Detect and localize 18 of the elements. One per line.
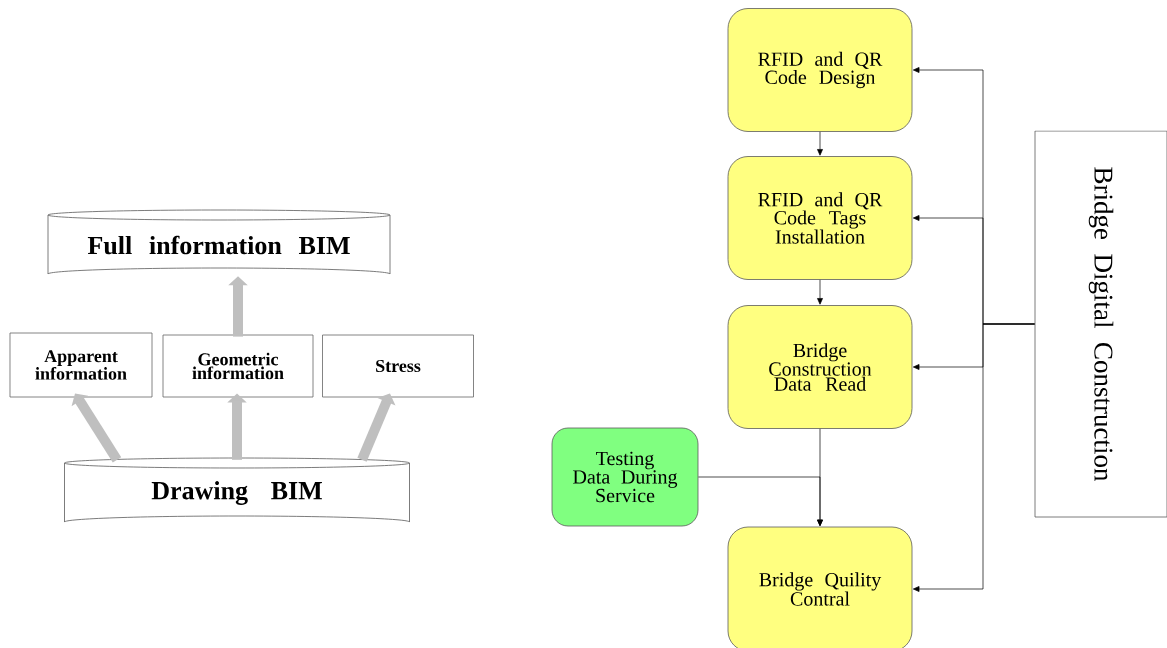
label-box: Bridge Digital Construction (1034, 130, 1167, 518)
database-cylinder: Drawing BIM (64, 457, 410, 523)
info-box: Geometric information (162, 334, 314, 398)
process-box: Bridge Quility Contral (727, 526, 913, 648)
arrow (817, 279, 823, 305)
process-box: RFID and QR Code Tags Installation (727, 156, 913, 280)
arrow (912, 323, 1035, 592)
database-cylinder: Full information BIM (47, 209, 391, 275)
node-label: Full information BIM (87, 235, 350, 255)
arrow (817, 131, 823, 156)
arrow (71, 393, 122, 463)
info-box: Stress (322, 334, 474, 398)
input-box: Testing Data During Service (551, 427, 699, 527)
arrow (698, 476, 823, 527)
node-label: Drawing BIM (151, 481, 322, 505)
process-box: Bridge Construction Data Read (727, 305, 913, 429)
info-box: Apparent information (9, 332, 153, 398)
process-box: RFID and QR Code Design (727, 8, 913, 132)
